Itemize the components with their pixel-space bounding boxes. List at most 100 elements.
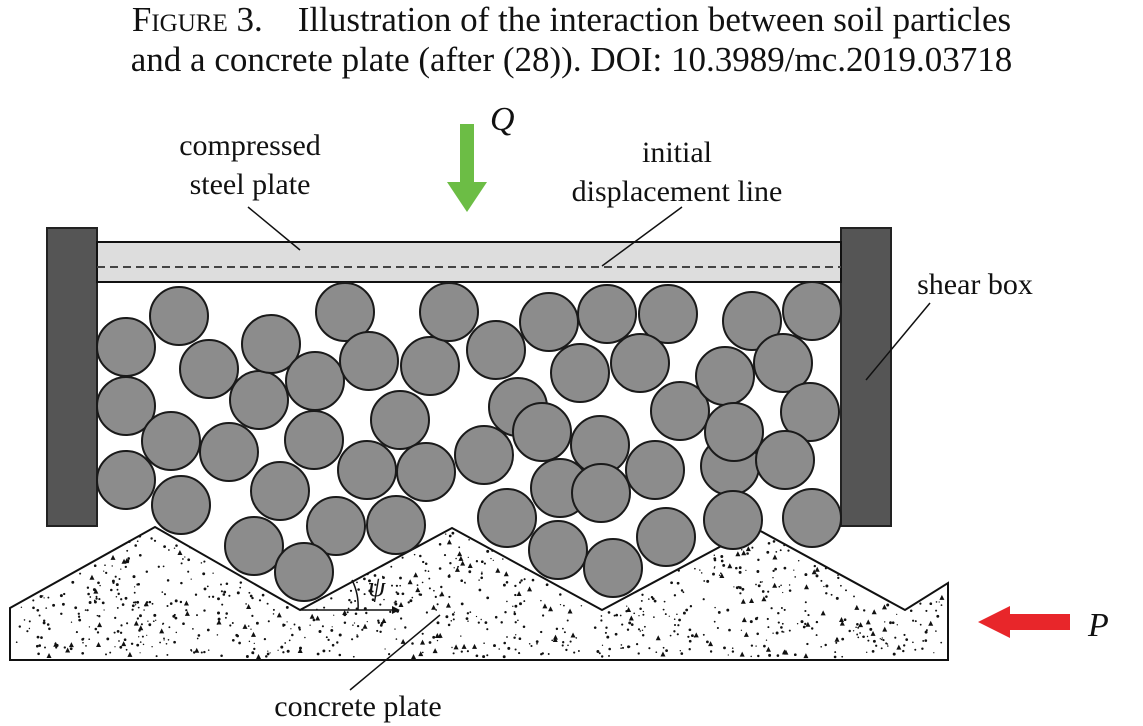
concrete-speckle xyxy=(413,572,419,578)
concrete-speckle xyxy=(677,569,680,572)
concrete-speckle xyxy=(627,645,630,649)
concrete-speckle xyxy=(352,624,354,626)
concrete-speckle xyxy=(841,637,845,641)
concrete-speckle xyxy=(566,619,569,622)
concrete-speckle xyxy=(924,630,928,634)
concrete-speckle xyxy=(702,598,705,601)
concrete-speckle xyxy=(853,595,855,598)
concrete-speckle xyxy=(871,650,875,653)
concrete-speckle xyxy=(757,558,760,562)
concrete-speckle xyxy=(843,618,847,622)
concrete-speckle xyxy=(369,583,371,585)
concrete-speckle xyxy=(194,647,200,653)
concrete-speckle xyxy=(200,651,203,654)
concrete-speckle xyxy=(518,637,522,641)
concrete-speckle xyxy=(399,576,402,580)
soil-particle xyxy=(625,440,685,500)
concrete-speckle xyxy=(134,544,137,547)
concrete-speckle xyxy=(562,641,565,644)
concrete-speckle xyxy=(772,540,776,543)
concrete-speckle xyxy=(400,638,406,644)
concrete-speckle xyxy=(820,579,823,582)
concrete-speckle xyxy=(814,566,820,572)
concrete-speckle xyxy=(394,602,398,606)
concrete-speckle xyxy=(761,590,765,593)
concrete-speckle xyxy=(180,581,183,585)
concrete-speckle xyxy=(815,574,819,578)
concrete-speckle xyxy=(777,611,780,615)
concrete-speckle xyxy=(781,649,787,655)
concrete-speckle xyxy=(653,616,655,618)
concrete-speckle xyxy=(800,620,804,624)
concrete-speckle xyxy=(643,625,646,628)
concrete-speckle xyxy=(502,558,504,560)
concrete-speckle xyxy=(567,608,573,614)
concrete-speckle xyxy=(43,597,45,599)
concrete-speckle xyxy=(886,603,890,607)
concrete-speckle xyxy=(530,644,533,648)
concrete-speckle xyxy=(810,627,814,630)
soil-particle xyxy=(753,333,813,393)
concrete-speckle xyxy=(222,593,226,596)
concrete-speckle xyxy=(128,540,131,543)
concrete-speckle xyxy=(494,615,498,619)
concrete-speckle xyxy=(823,585,825,588)
concrete-speckle xyxy=(621,623,624,626)
concrete-speckle xyxy=(323,606,326,609)
concrete-speckle xyxy=(395,591,398,594)
concrete-speckle xyxy=(421,632,424,635)
concrete-speckle xyxy=(106,637,110,641)
concrete-speckle xyxy=(630,623,634,626)
concrete-speckle xyxy=(865,619,871,625)
soil-particle xyxy=(96,376,156,436)
concrete-speckle xyxy=(642,613,645,616)
displacement-label-line2: displacement line xyxy=(572,175,783,208)
concrete-speckle xyxy=(882,626,888,632)
concrete-speckle xyxy=(772,576,774,579)
concrete-speckle xyxy=(206,628,210,632)
concrete-speckle xyxy=(168,626,171,629)
concrete-speckle xyxy=(200,562,203,564)
soil-particle xyxy=(454,425,514,485)
concrete-speckle xyxy=(482,655,486,659)
concrete-speckle xyxy=(922,639,925,642)
concrete-speckle xyxy=(68,642,74,648)
concrete-speckle xyxy=(174,599,178,603)
concrete-speckle xyxy=(89,574,95,580)
concrete-speckle xyxy=(545,583,549,587)
concrete-speckle xyxy=(872,639,876,643)
concrete-speckle xyxy=(939,594,945,600)
concrete-speckle xyxy=(138,636,140,638)
concrete-speckle xyxy=(28,627,31,630)
concrete-speckle xyxy=(208,595,211,598)
concrete-speckle xyxy=(312,618,316,622)
concrete-speckle xyxy=(272,613,275,615)
concrete-speckle xyxy=(228,594,231,597)
concrete-speckle xyxy=(183,600,189,606)
concrete-speckle xyxy=(20,606,23,608)
concrete-speckle xyxy=(460,602,464,606)
concrete-speckle xyxy=(148,600,152,604)
concrete-speckle xyxy=(166,653,169,656)
concrete-speckle xyxy=(182,622,185,626)
concrete-speckle xyxy=(55,643,59,647)
concrete-speckle xyxy=(481,571,483,573)
concrete-speckle xyxy=(111,565,113,567)
concrete-speckle xyxy=(865,651,868,654)
concrete-speckle xyxy=(642,610,645,613)
concrete-speckle xyxy=(431,604,437,610)
concrete-speckle xyxy=(318,630,322,633)
concrete-speckle xyxy=(694,567,696,570)
concrete-speckle xyxy=(132,575,136,579)
concrete-speckle xyxy=(563,631,566,634)
concrete-speckle xyxy=(505,581,509,584)
concrete-speckle xyxy=(731,650,735,653)
shear-box-leader xyxy=(865,302,931,381)
concrete-speckle xyxy=(640,599,643,602)
concrete-speckle xyxy=(498,648,500,650)
concrete-speckle xyxy=(105,571,108,575)
concrete-speckle xyxy=(98,598,101,601)
concrete-speckle xyxy=(147,620,149,622)
concrete-speckle xyxy=(60,612,63,616)
concrete-speckle xyxy=(448,595,451,598)
